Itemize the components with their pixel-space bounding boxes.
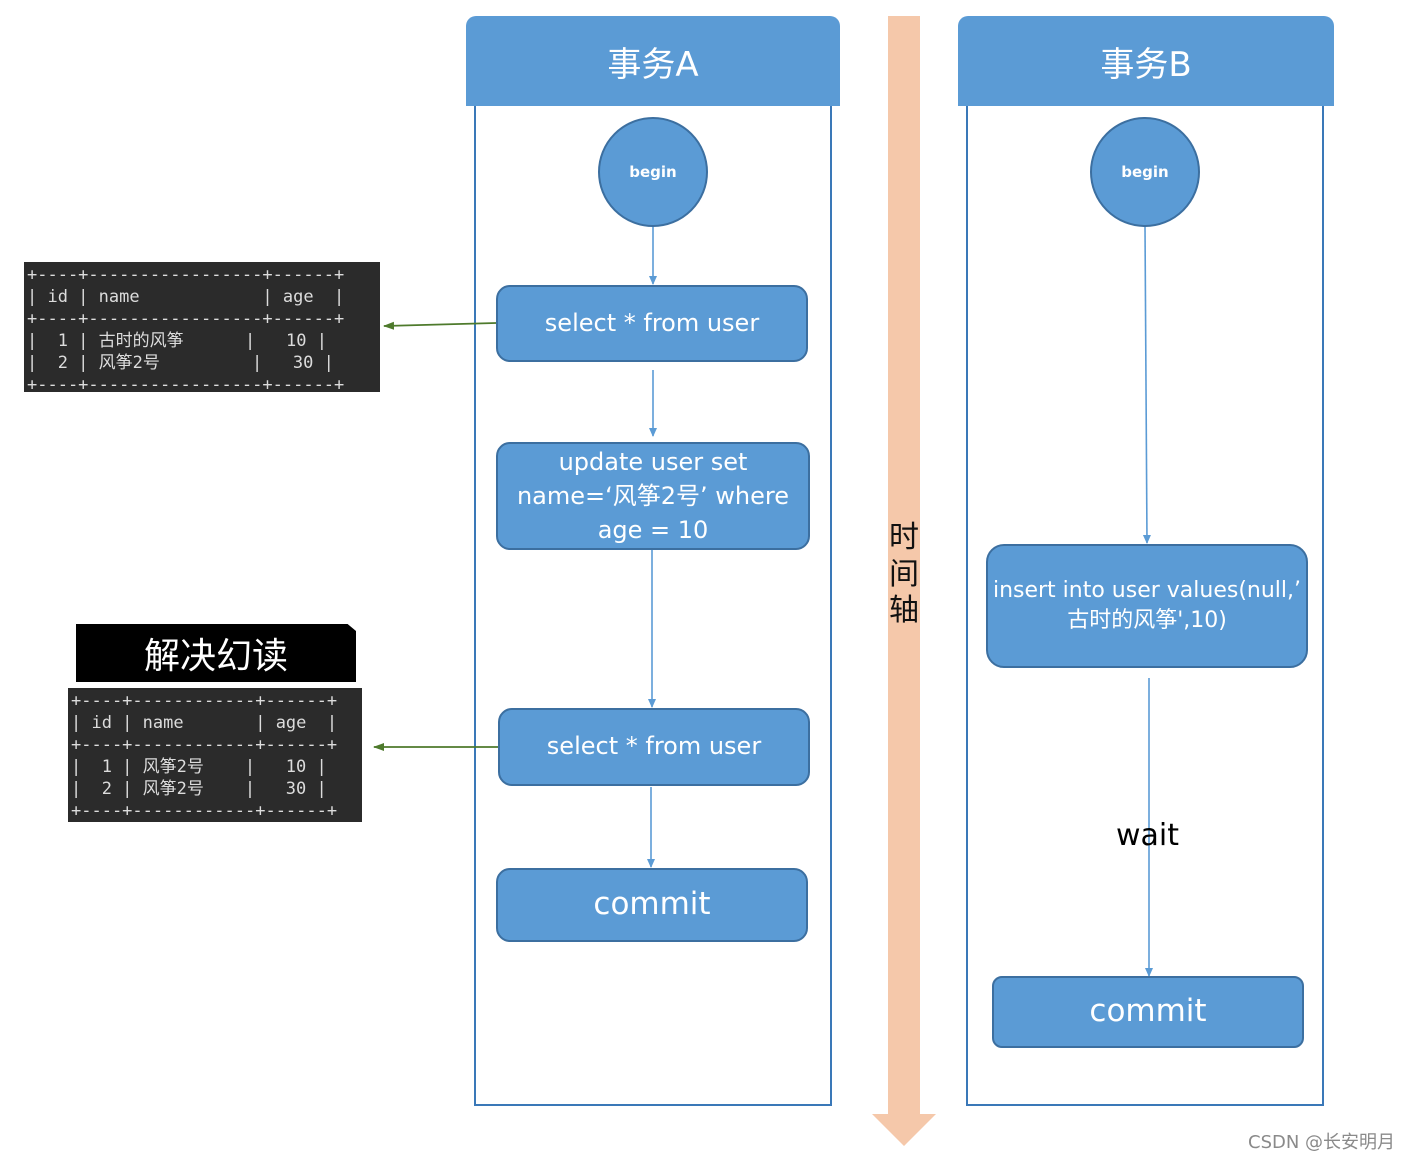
transaction-a-begin-node: begin: [598, 117, 708, 227]
transaction-b-commit: commit: [992, 976, 1304, 1048]
wait-label: wait: [1116, 818, 1180, 853]
timeline-char: 轴: [889, 593, 919, 629]
update-line-3: age = 10: [597, 516, 709, 545]
insert-line-1: insert into user values(null,’: [992, 578, 1302, 604]
update-line-2: name=‘风筝2号’ where: [516, 481, 790, 510]
transaction-a-update: update user set name=‘风筝2号’ where age = …: [496, 442, 810, 550]
transaction-b-begin-node: begin: [1090, 117, 1200, 227]
transaction-a-select-1: select * from user: [496, 285, 808, 362]
watermark: CSDN @长安明月: [1248, 1132, 1396, 1153]
result-table-2: +----+------------+------+ | id | name |…: [68, 688, 362, 822]
solve-phantom-read-badge: 解决幻读: [76, 624, 356, 682]
transaction-a-commit: commit: [496, 868, 808, 942]
transaction-b-title: 事务B: [958, 16, 1334, 106]
transaction-a-title: 事务A: [466, 16, 840, 106]
timeline-label: 时 间 轴: [884, 520, 924, 630]
arrow-result-1: [383, 321, 497, 330]
arrow-b-begin-to-insert: [1142, 225, 1151, 544]
timeline-char: 间: [889, 556, 919, 592]
result-table-1: +----+-----------------+------+ | id | n…: [24, 262, 380, 392]
timeline-arrow: [872, 16, 936, 1146]
timeline-char: 时: [889, 520, 919, 555]
transaction-b-insert: insert into user values(null,’ 古时的风筝',10…: [986, 544, 1308, 668]
insert-line-2: 古时的风筝',10): [1067, 608, 1227, 633]
transaction-a-select-2: select * from user: [498, 708, 810, 786]
update-line-1: update user set: [558, 447, 748, 476]
